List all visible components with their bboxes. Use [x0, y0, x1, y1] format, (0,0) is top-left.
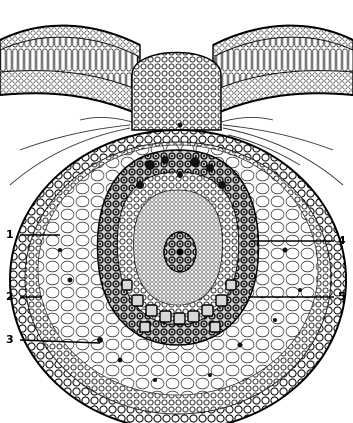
leaf-blade-left	[0, 26, 140, 115]
label-3: 3	[6, 334, 14, 346]
midrib-upper-ridge	[132, 53, 221, 131]
central-cluster	[164, 232, 196, 272]
leaf-blade-right	[213, 26, 353, 115]
label-1: 1	[6, 229, 14, 241]
label-5: 5	[338, 291, 346, 303]
label-2: 2	[6, 291, 14, 303]
label-4: 4	[338, 235, 346, 247]
